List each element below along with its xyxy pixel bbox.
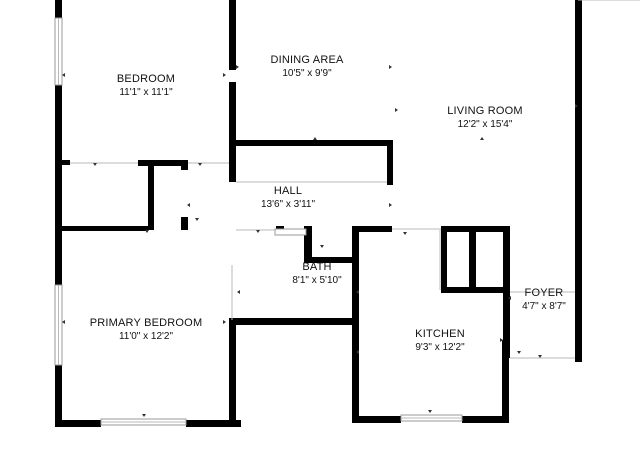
room-name: PRIMARY BEDROOM (89, 317, 203, 329)
room-name: LIVING ROOM (447, 105, 523, 117)
room-label-dining-area: DINING AREA 10'5" x 9'9" (270, 54, 343, 80)
room-name: BEDROOM (116, 73, 176, 85)
windows (54, 17, 463, 426)
room-dimensions: 10'5" x 9'9" (282, 68, 332, 79)
room-dimensions: 4'7" x 8'7" (522, 301, 566, 312)
door-openings (70, 0, 640, 359)
room-label-kitchen: KITCHEN 9'3" x 12'2" (415, 328, 465, 354)
room-label-living-room: LIVING ROOM 12'2" x 15'4" (447, 105, 523, 131)
opening-markers (62, 65, 578, 417)
room-dimensions: 9'3" x 12'2" (415, 342, 465, 353)
room-name: DINING AREA (270, 54, 344, 66)
room-dimensions: 11'1" x 11'1" (119, 87, 173, 98)
room-label-foyer: FOYER 4'7" x 8'7" (522, 287, 566, 313)
room-dimensions: 8'1" x 5'10" (292, 275, 342, 286)
room-name: KITCHEN (415, 328, 465, 340)
room-name: FOYER (524, 287, 564, 299)
room-dimensions: 12'2" x 15'4" (457, 119, 513, 130)
room-name: BATH (302, 261, 332, 273)
room-dimensions: 11'0" x 12'2" (118, 331, 174, 342)
room-label-bath: BATH 8'1" x 5'10" (292, 261, 341, 287)
room-label-primary-bedroom: PRIMARY BEDROOM 11'0" x 12'2" (90, 317, 203, 343)
room-dimensions: 13'6" x 3'11" (260, 199, 316, 210)
room-label-bedroom: BEDROOM 11'1" x 11'1" (117, 73, 175, 99)
room-label-hall: HALL 13'6" x 3'11" (261, 185, 315, 211)
walls (55, 0, 582, 427)
room-name: HALL (273, 185, 303, 197)
